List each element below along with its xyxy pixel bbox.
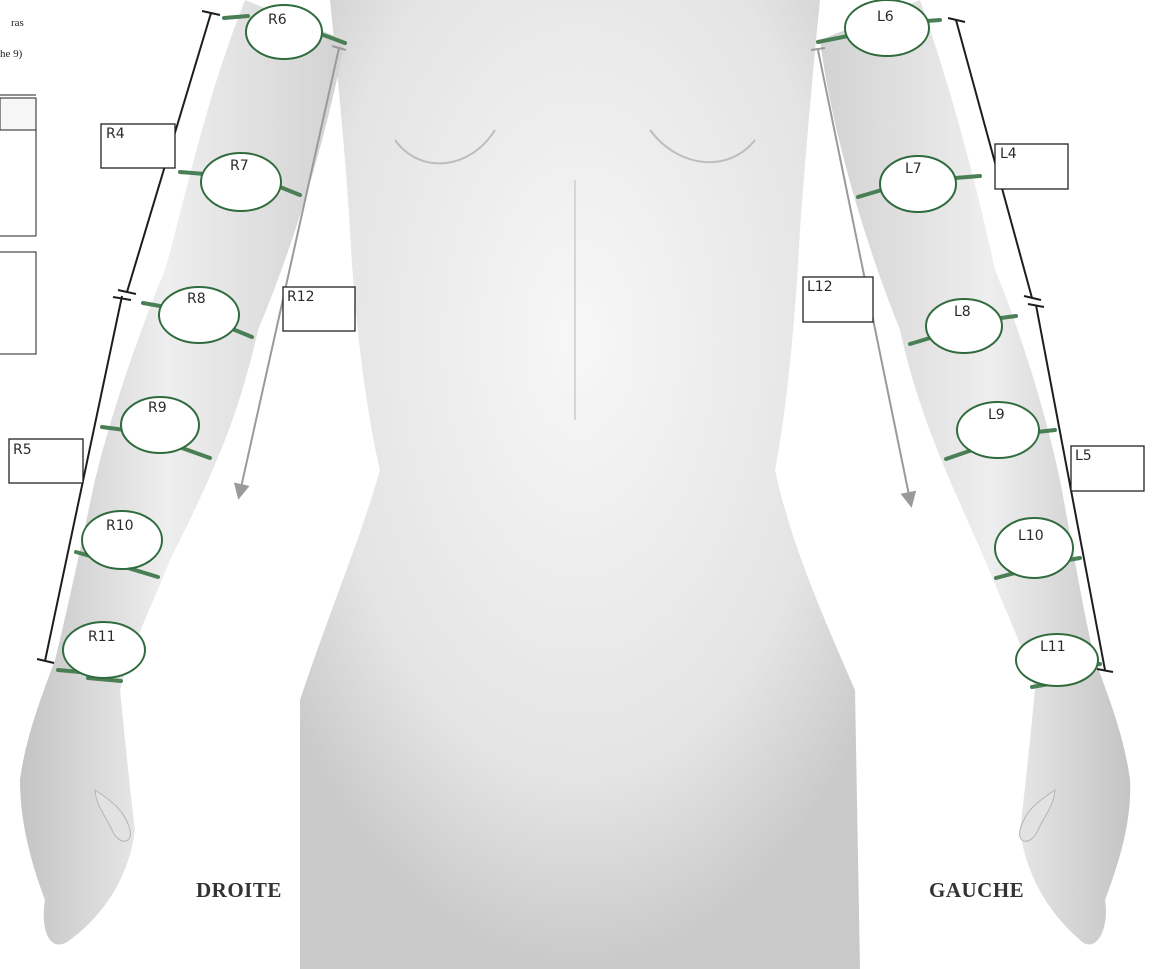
svg-text:R8: R8 bbox=[187, 291, 206, 307]
svg-text:L10: L10 bbox=[1018, 528, 1044, 544]
length-box-l4[interactable]: L4 bbox=[995, 144, 1068, 189]
ring-r7[interactable]: R7 bbox=[201, 153, 281, 211]
svg-text:R10: R10 bbox=[106, 518, 134, 534]
svg-text:L9: L9 bbox=[988, 407, 1005, 423]
svg-text:L12: L12 bbox=[807, 279, 833, 295]
svg-text:R7: R7 bbox=[230, 158, 249, 174]
ring-r8[interactable]: R8 bbox=[159, 287, 239, 343]
ring-r10[interactable]: R10 bbox=[82, 511, 162, 569]
svg-text:R9: R9 bbox=[148, 400, 167, 416]
ring-l6[interactable]: L6 bbox=[845, 0, 929, 56]
svg-text:L11: L11 bbox=[1040, 639, 1066, 655]
length-box-r5[interactable]: R5 bbox=[9, 439, 83, 483]
form-fragment-line1: ras bbox=[11, 17, 24, 29]
ring-l11[interactable]: L11 bbox=[1016, 634, 1098, 686]
side-label-right: DROITE bbox=[196, 878, 282, 902]
svg-text:R6: R6 bbox=[268, 12, 287, 28]
length-box-l12[interactable]: L12 bbox=[803, 277, 873, 322]
length-box-l5[interactable]: L5 bbox=[1071, 446, 1144, 491]
form-fragment-line2: he 9) bbox=[0, 48, 23, 60]
svg-text:L6: L6 bbox=[877, 9, 894, 25]
svg-text:R5: R5 bbox=[13, 442, 32, 458]
form-fragment: ras he 9) bbox=[0, 17, 36, 354]
ring-r11[interactable]: R11 bbox=[63, 622, 145, 678]
svg-text:R4: R4 bbox=[106, 126, 125, 142]
svg-text:R12: R12 bbox=[287, 289, 315, 305]
svg-text:L5: L5 bbox=[1075, 448, 1092, 464]
ring-l9[interactable]: L9 bbox=[957, 402, 1039, 458]
svg-text:L4: L4 bbox=[1000, 146, 1017, 162]
svg-text:L8: L8 bbox=[954, 304, 971, 320]
torso bbox=[300, 0, 860, 969]
ring-r9[interactable]: R9 bbox=[121, 397, 199, 453]
ring-l7[interactable]: L7 bbox=[880, 156, 956, 212]
svg-text:L7: L7 bbox=[905, 161, 922, 177]
length-box-r12[interactable]: R12 bbox=[283, 287, 355, 331]
ring-l10[interactable]: L10 bbox=[995, 518, 1073, 578]
side-label-left: GAUCHE bbox=[929, 878, 1024, 902]
svg-text:R11: R11 bbox=[88, 629, 116, 645]
ring-r6[interactable]: R6 bbox=[246, 5, 322, 59]
length-box-r4[interactable]: R4 bbox=[101, 124, 175, 168]
ring-l8[interactable]: L8 bbox=[926, 299, 1002, 353]
